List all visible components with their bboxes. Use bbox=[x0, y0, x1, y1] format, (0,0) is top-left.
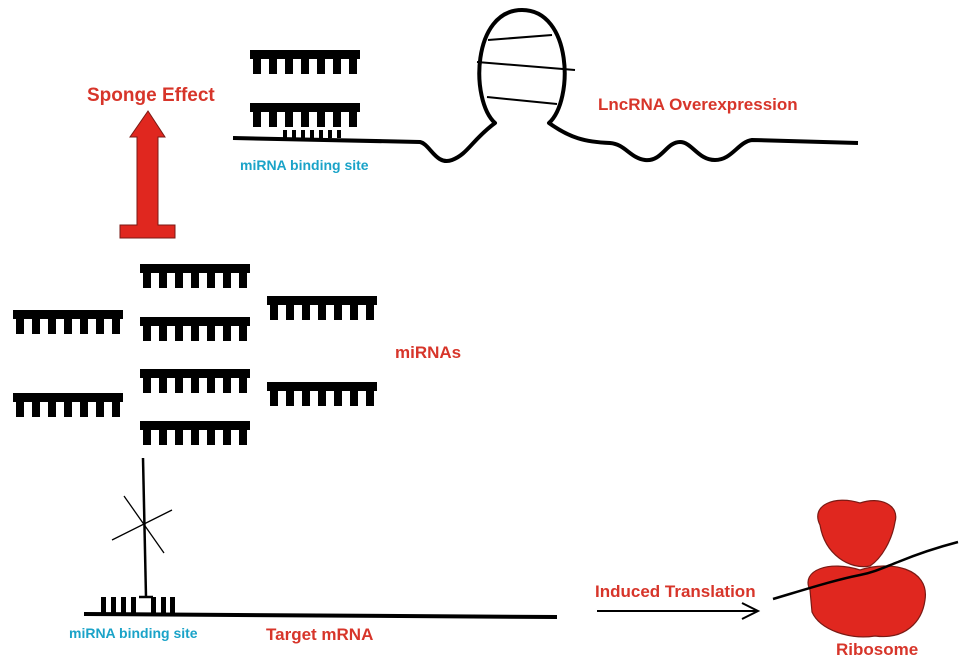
mirna-icon bbox=[140, 264, 250, 288]
up-arrow-icon bbox=[119, 110, 176, 239]
mirna-icon bbox=[267, 382, 377, 406]
mirna-icon bbox=[140, 317, 250, 341]
binding-site-top-label: miRNA binding site bbox=[240, 157, 369, 173]
lncrna-overexpression-label: LncRNA Overexpression bbox=[598, 95, 798, 114]
binding-site-bottom-label: miRNA binding site bbox=[69, 625, 198, 641]
mirna-icon bbox=[13, 310, 123, 334]
ribosome-label: Ribosome bbox=[836, 640, 919, 659]
arrow-right-icon bbox=[597, 602, 761, 620]
sponge-effect-label: Sponge Effect bbox=[87, 85, 215, 106]
lncrna-binding-site-marks bbox=[283, 130, 341, 138]
target-mrna-strand bbox=[83, 612, 558, 619]
mirna-icon bbox=[140, 369, 250, 393]
hairpin-base-pairs bbox=[476, 34, 576, 105]
target-mrna-label: Target mRNA bbox=[266, 625, 374, 644]
mrna-binding-site-marks bbox=[101, 597, 175, 614]
mrna-through-ribosome bbox=[772, 540, 959, 601]
mirna-icon bbox=[267, 296, 377, 320]
ribosome-blob-icon bbox=[807, 499, 926, 638]
blocked-inhibition-icon bbox=[111, 457, 173, 599]
mirna-icon bbox=[13, 393, 123, 417]
induced-translation-label: Induced Translation bbox=[595, 582, 756, 601]
mirna-icon bbox=[140, 421, 250, 445]
lncrna-strand bbox=[232, 8, 859, 163]
mirna-icon bbox=[250, 50, 360, 74]
mirnas-label: miRNAs bbox=[395, 343, 462, 362]
mirna-icon bbox=[250, 103, 360, 127]
